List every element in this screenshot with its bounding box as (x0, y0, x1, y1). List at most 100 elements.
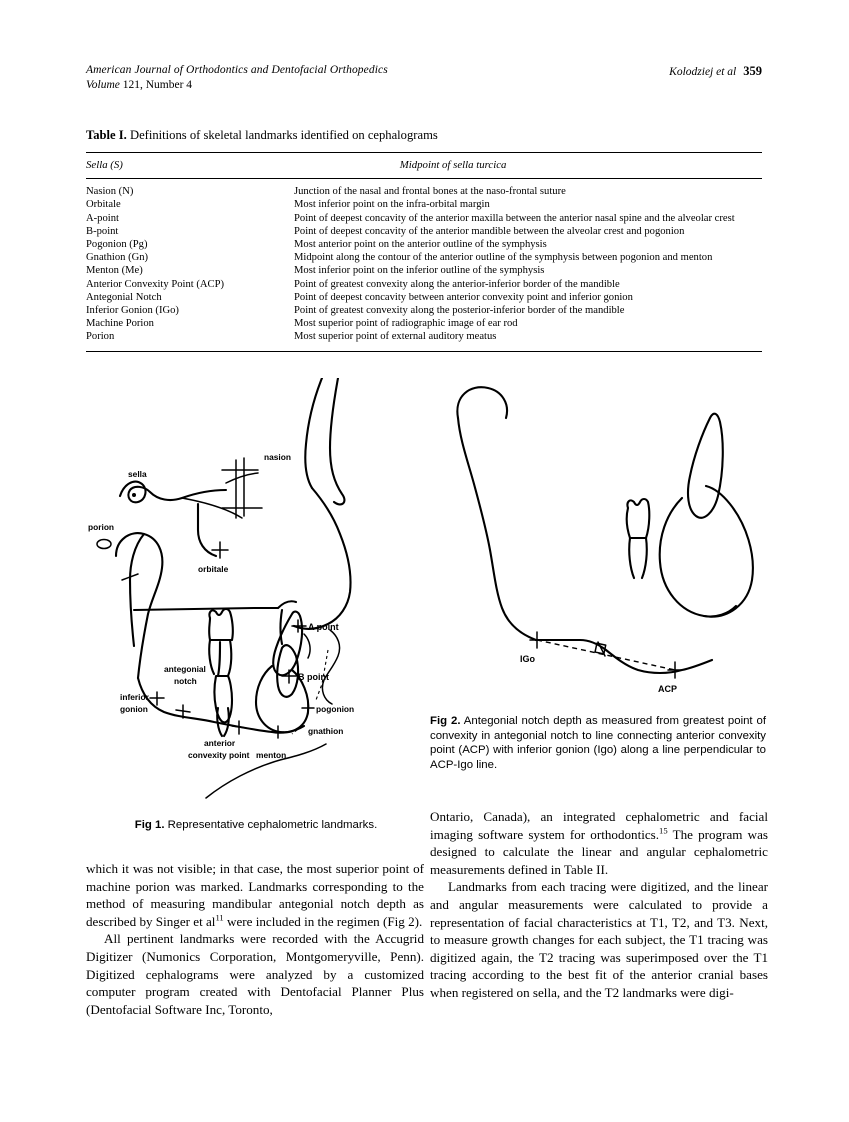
label-gnathion: gnathion (308, 726, 343, 736)
landmark-definition: Most anterior point on the anterior outl… (294, 239, 547, 251)
landmark-definition: Most superior point of external auditory… (294, 331, 497, 343)
figure-2-caption-label: Fig 2. (430, 715, 461, 727)
figure-2-drawing: IGo ACP (456, 386, 754, 694)
header-definition: Midpoint of sella turcica (399, 159, 507, 171)
porion-ear-rod (96, 538, 112, 550)
tick-mark-ramus (121, 573, 139, 581)
sella-point (132, 493, 136, 497)
volume-issue-number: 121, Number 4 (122, 79, 193, 91)
table-row: Porion Most superior point of external au… (86, 330, 762, 350)
table-row: Antegonial Notch Point of deepest concavi… (86, 291, 762, 304)
left-paragraph-2: All pertinent landmarks were recorded wi… (86, 931, 424, 1017)
table-row: A-point Point of deepest concavity of the… (86, 212, 762, 225)
notch-depth-marker (594, 642, 607, 655)
label-antegonial-notch-2: notch (174, 676, 197, 686)
table-row: B-point Point of deepest concavity of the… (86, 225, 762, 238)
figure-1-drawing: sella porion nasion orbitale (88, 378, 354, 799)
landmark-term: Menton (Me) (86, 265, 143, 277)
label-menton: menton (256, 750, 286, 760)
table-label: Table I. (86, 128, 127, 142)
landmarks-table: Sella (S) Midpoint of sella turcica (86, 153, 762, 178)
left-p1-tail: were included in the regimen (Fig 2). (223, 913, 423, 929)
right-p1-text: Ontario, Canada), an integrated cephalom… (430, 809, 768, 842)
landmark-term: B-point (86, 225, 119, 237)
landmark-term: Porion (86, 331, 115, 343)
authors: Kolodziej et al (669, 66, 737, 78)
landmark-definition: Point of deepest concavity of the anteri… (294, 212, 735, 224)
table-caption: Table I. Definitions of skeletal landmar… (86, 128, 762, 143)
running-head: American Journal of Orthodontics and Den… (86, 64, 762, 98)
landmark-definition: Point of greatest convexity along the an… (294, 278, 620, 290)
gnathion-leader-line (291, 725, 303, 735)
table-row: Inferior Gonion (IGo) Point of greatest c… (86, 304, 762, 317)
label-igo: IGo (520, 654, 536, 664)
label-inferior-gonion-1: inferior (120, 692, 150, 702)
figure-2-caption: Fig 2. Antegonial notch depth as measure… (430, 714, 766, 772)
landmark-definition: Most inferior point on the inferior outl… (294, 265, 545, 277)
table-body: Nasion (N) Junction of the nasal and fron… (86, 179, 762, 350)
label-acp-fig2: ACP (658, 684, 677, 694)
landmark-definition: Most superior point of radiographic imag… (294, 318, 518, 330)
landmark-term: Nasion (N) (86, 186, 134, 198)
table-rule-bottom (86, 350, 762, 352)
label-acp-2: convexity point (188, 750, 250, 760)
label-nasion: nasion (264, 452, 291, 462)
landmark-term: Gnathion (Gn) (86, 252, 149, 264)
landmark-definition: Junction of the nasal and frontal bones … (294, 186, 566, 198)
table-row: Nasion (N) Junction of the nasal and fron… (86, 179, 762, 198)
right-paragraph-1: Ontario, Canada), an integrated cephalom… (430, 808, 768, 878)
table-header-row: Sella (S) Midpoint of sella turcica (86, 153, 762, 178)
body-left-column: which it was not visible; in that case, … (86, 860, 424, 1018)
landmark-term: Machine Porion (86, 318, 154, 330)
figure-1-caption: Fig 1. Representative cephalometric land… (86, 818, 426, 833)
landmark-definition: Point of deepest concavity between anter… (294, 291, 633, 303)
left-p1-text: which it was not visible; in that case, … (86, 861, 424, 929)
volume-issue: Volume 121, Number 4 (86, 79, 193, 91)
landmark-definition: Point of deepest concavity of the anteri… (294, 225, 685, 237)
label-pogonion: pogonion (316, 704, 354, 714)
table-rule-top (86, 152, 762, 153)
header-term: Sella (S) (86, 159, 123, 171)
figure-1-caption-text: Representative cephalometric landmarks. (167, 819, 378, 831)
body-right-column: Ontario, Canada), an integrated cephalom… (430, 808, 768, 1002)
landmark-term: Anterior Convexity Point (ACP) (86, 278, 225, 290)
landmark-definition: Point of greatest convexity along the po… (294, 305, 625, 317)
figure-2-caption-text: Antegonial notch depth as measured from … (430, 715, 766, 771)
right-p1-reference: 15 (659, 825, 668, 836)
left-p1-reference: 11 (215, 912, 224, 923)
authors-and-page: Kolodziej et al 359 (669, 64, 762, 79)
landmark-definition: Most inferior point on the infra-orbital… (294, 199, 490, 211)
landmark-definition: Midpoint along the contour of the anteri… (294, 252, 713, 264)
page-number: 359 (743, 64, 762, 78)
table-row: Pogonion (Pg) Most anterior point on the … (86, 238, 762, 251)
label-orbitale: orbitale (198, 564, 229, 574)
figure-1-cephalometric-tracing: sella porion nasion orbitale (86, 378, 426, 808)
right-p1-tail: The program was designed to calculate th… (430, 826, 768, 877)
table-row: Menton (Me) Most inferior point on the in… (86, 264, 762, 277)
label-acp-1: anterior (204, 738, 236, 748)
landmark-term: Antegonial Notch (86, 291, 162, 303)
label-b-point: B point (298, 672, 329, 682)
table-title: Definitions of skeletal landmarks identi… (130, 128, 438, 142)
table-rule-mid (86, 178, 762, 180)
left-paragraph-1: which it was not visible; in that case, … (86, 860, 424, 930)
label-sella: sella (128, 469, 147, 479)
table-row: Anterior Convexity Point (ACP) Point of g… (86, 278, 762, 291)
landmark-term: Orbitale (86, 199, 121, 211)
landmark-term: Pogonion (Pg) (86, 239, 148, 251)
label-porion: porion (88, 522, 114, 532)
table-head: Sella (S) Midpoint of sella turcica (86, 153, 762, 178)
label-inferior-gonion-2: gonion (120, 704, 148, 714)
landmarks-table-body: Nasion (N) Junction of the nasal and fron… (86, 179, 762, 350)
label-antegonial-notch-1: antegonial (164, 664, 206, 674)
label-a-point: A point (308, 622, 339, 632)
right-paragraph-2: Landmarks from each tracing were digitiz… (430, 879, 768, 1000)
table-row: Machine Porion Most superior point of rad… (86, 317, 762, 330)
landmark-term: Inferior Gonion (IGo) (86, 305, 179, 317)
table-row: Orbitale Most inferior point on the infra… (86, 198, 762, 211)
journal-title: American Journal of Orthodontics and Den… (86, 64, 388, 76)
figure-1-caption-label: Fig 1. (134, 819, 165, 831)
landmark-term: A-point (86, 212, 119, 224)
figure-2-antegonial-notch-measurement: IGo ACP (430, 378, 766, 708)
